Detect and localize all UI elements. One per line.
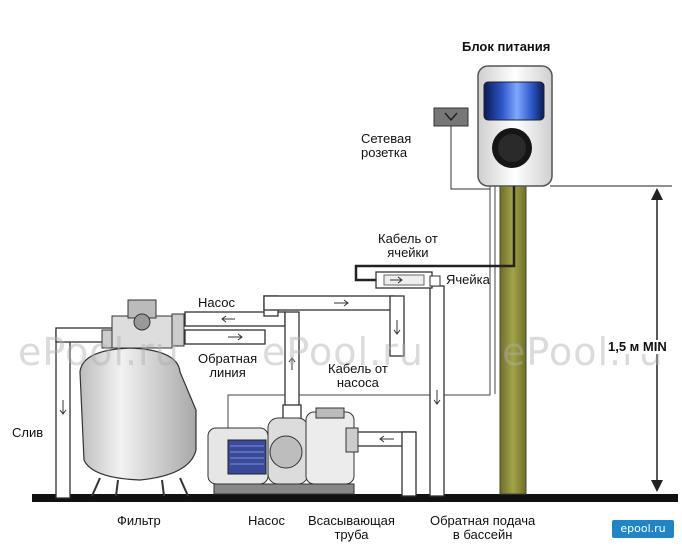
plug-icon bbox=[433, 107, 469, 127]
pump-cable bbox=[227, 394, 345, 430]
pump-top-label: Насос bbox=[198, 295, 235, 310]
return-line-label: Обратная линия bbox=[198, 351, 258, 380]
power-unit-title: Блок питания bbox=[462, 39, 551, 54]
filter-label: Фильтр bbox=[117, 513, 161, 528]
unit-cable-1 bbox=[345, 186, 491, 396]
outlet-label: Сетевая розетка bbox=[361, 131, 412, 160]
pump bbox=[207, 407, 359, 495]
pump-label: Насос bbox=[248, 513, 285, 528]
watermark-2: ePool.ru bbox=[262, 330, 424, 374]
return-feed-label: Обратная подача в бассейн bbox=[430, 513, 536, 542]
filter-tank bbox=[79, 299, 197, 497]
site-logo: epool.ru bbox=[612, 520, 674, 538]
outlet-cable bbox=[450, 126, 490, 190]
cell-cable-label: Кабель от ячейки bbox=[378, 231, 438, 260]
electrolysis-cell bbox=[375, 271, 441, 289]
cell-label: Ячейка bbox=[446, 272, 490, 287]
arrow-icon bbox=[59, 276, 441, 443]
drain-label: Слив bbox=[12, 425, 44, 440]
watermark-1: ePool.ru bbox=[18, 330, 180, 374]
ground-line bbox=[32, 494, 678, 502]
pump-cable-label: Кабель от насоса bbox=[328, 361, 388, 390]
cell-cable bbox=[354, 186, 516, 282]
height-label: 1,5 м MIN bbox=[608, 339, 667, 354]
power-unit bbox=[477, 65, 553, 187]
suction-pipe-label: Всасывающая труба bbox=[308, 513, 395, 542]
